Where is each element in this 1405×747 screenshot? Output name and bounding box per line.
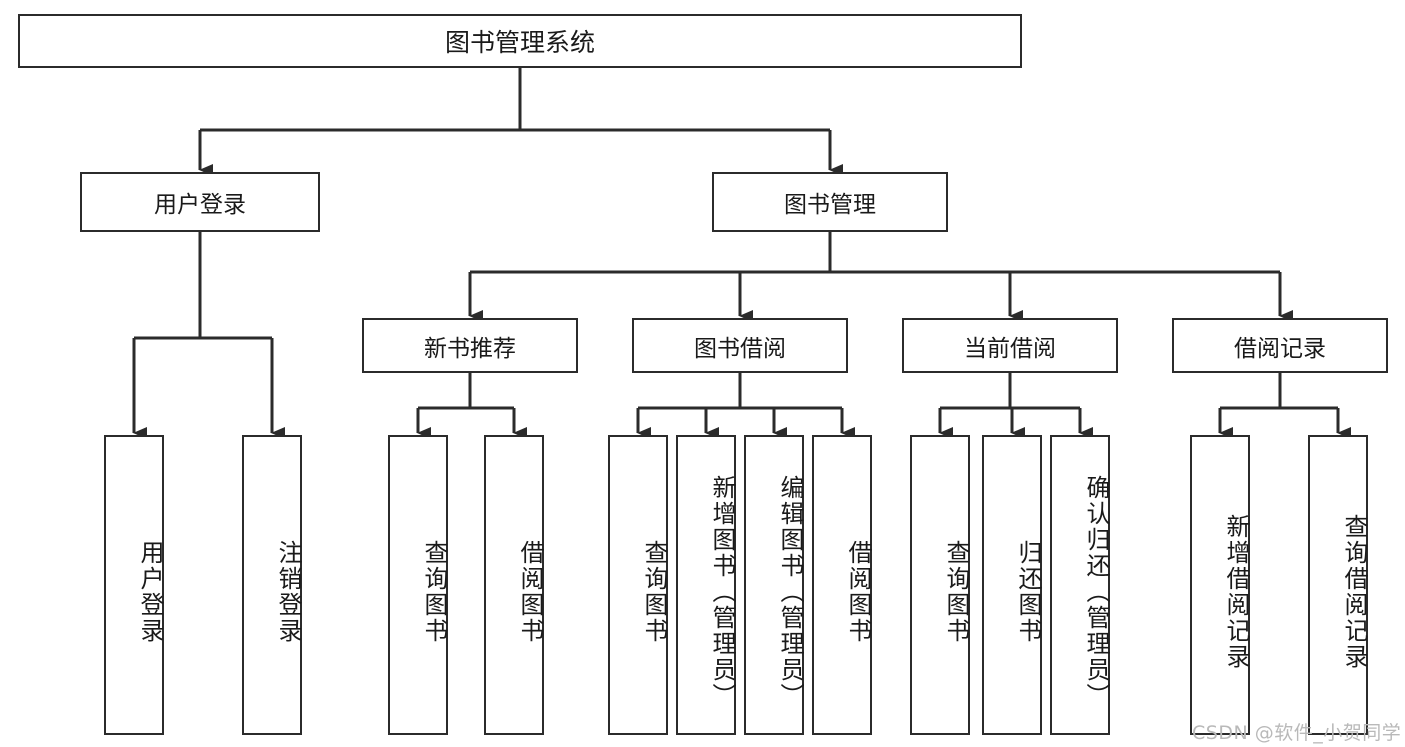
- category-node[interactable]: 当前借阅: [902, 318, 1118, 373]
- branch-node[interactable]: 图书管理: [712, 172, 948, 232]
- leaf-label: 查询图书: [942, 540, 970, 644]
- leaf-node[interactable]: 查询借阅记录: [1308, 435, 1368, 735]
- leaf-node[interactable]: 确认归还（管理员）: [1050, 435, 1110, 735]
- leaf-node[interactable]: 归还图书: [982, 435, 1042, 735]
- leaf-label: 归还图书: [1014, 540, 1042, 644]
- leaf-node[interactable]: 注销登录: [242, 435, 302, 735]
- root-node[interactable]: 图书管理系统: [18, 14, 1022, 68]
- csdn-watermark: CSDN @软件_小贺同学: [1192, 722, 1402, 744]
- branch-node[interactable]: 用户登录: [80, 172, 320, 232]
- leaf-label: 新增图书（管理员）: [708, 475, 736, 709]
- leaf-label: 查询借阅记录: [1340, 514, 1368, 670]
- leaf-node[interactable]: 用户登录: [104, 435, 164, 735]
- leaf-label: 注销登录: [274, 540, 302, 644]
- leaf-node[interactable]: 查询图书: [910, 435, 970, 735]
- category-label: 借阅记录: [1234, 335, 1326, 362]
- leaf-label: 查询图书: [420, 540, 448, 644]
- leaf-node[interactable]: 借阅图书: [484, 435, 544, 735]
- leaf-node[interactable]: 查询图书: [388, 435, 448, 735]
- leaf-node[interactable]: 借阅图书: [812, 435, 872, 735]
- leaf-label: 借阅图书: [844, 540, 872, 644]
- category-node[interactable]: 图书借阅: [632, 318, 848, 373]
- leaf-node[interactable]: 编辑图书（管理员）: [744, 435, 804, 735]
- leaf-label: 查询图书: [640, 540, 668, 644]
- leaf-label: 借阅图书: [516, 540, 544, 644]
- leaf-node[interactable]: 新增借阅记录: [1190, 435, 1250, 735]
- leaf-label: 确认归还（管理员）: [1082, 475, 1110, 709]
- category-label: 新书推荐: [424, 335, 516, 362]
- leaf-label: 新增借阅记录: [1222, 514, 1250, 670]
- leaf-label: 编辑图书（管理员）: [776, 475, 804, 709]
- leaf-label: 用户登录: [136, 540, 164, 644]
- branch-label: 用户登录: [154, 192, 246, 218]
- branch-label: 图书管理: [784, 192, 876, 218]
- category-node[interactable]: 借阅记录: [1172, 318, 1388, 373]
- category-label: 图书借阅: [694, 335, 786, 362]
- leaf-node[interactable]: 查询图书: [608, 435, 668, 735]
- leaf-node[interactable]: 新增图书（管理员）: [676, 435, 736, 735]
- category-node[interactable]: 新书推荐: [362, 318, 578, 373]
- root-label: 图书管理系统: [444, 28, 595, 57]
- category-label: 当前借阅: [964, 335, 1056, 362]
